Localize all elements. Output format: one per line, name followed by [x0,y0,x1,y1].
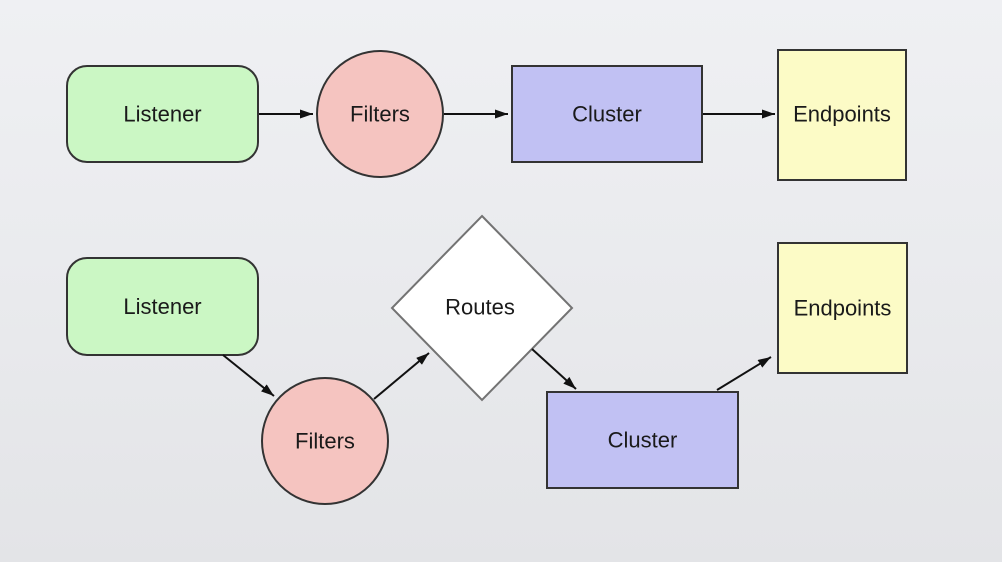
bottom-endpoints-label: Endpoints [794,296,892,321]
bottom-filters-node [261,377,389,505]
top-listener-node [66,65,259,163]
bottom-cluster-label: Cluster [608,428,678,453]
bottom-endpoints-node [777,242,908,374]
top-endpoints-node [777,49,907,181]
bottom-routes-label: Routes [445,295,515,320]
bottom-cluster-node [546,391,739,489]
top-filters-node [316,50,444,178]
bottom-edge-routes-cluster-arrow [531,348,577,390]
bottom-listener-label: Listener [123,294,201,319]
bottom-filters-label: Filters [295,429,355,454]
bottom-listener-node [66,257,259,356]
top-cluster-label: Cluster [572,102,642,127]
bottom-edge-listener-filters-arrow [222,354,275,397]
top-endpoints-label: Endpoints [793,102,891,127]
bottom-edge-cluster-endpoints-arrow [716,356,772,391]
top-flow: Listener Filters Cluster Endpoints [66,49,907,181]
top-filters-label: Filters [350,102,410,127]
bottom-routes-node [390,214,574,402]
top-cluster-node [511,65,703,163]
top-listener-label: Listener [123,102,201,127]
bottom-flow: Listener Filters Routes Cluster Endpoint… [66,214,908,505]
bottom-edge-filters-routes-arrow [373,352,430,400]
